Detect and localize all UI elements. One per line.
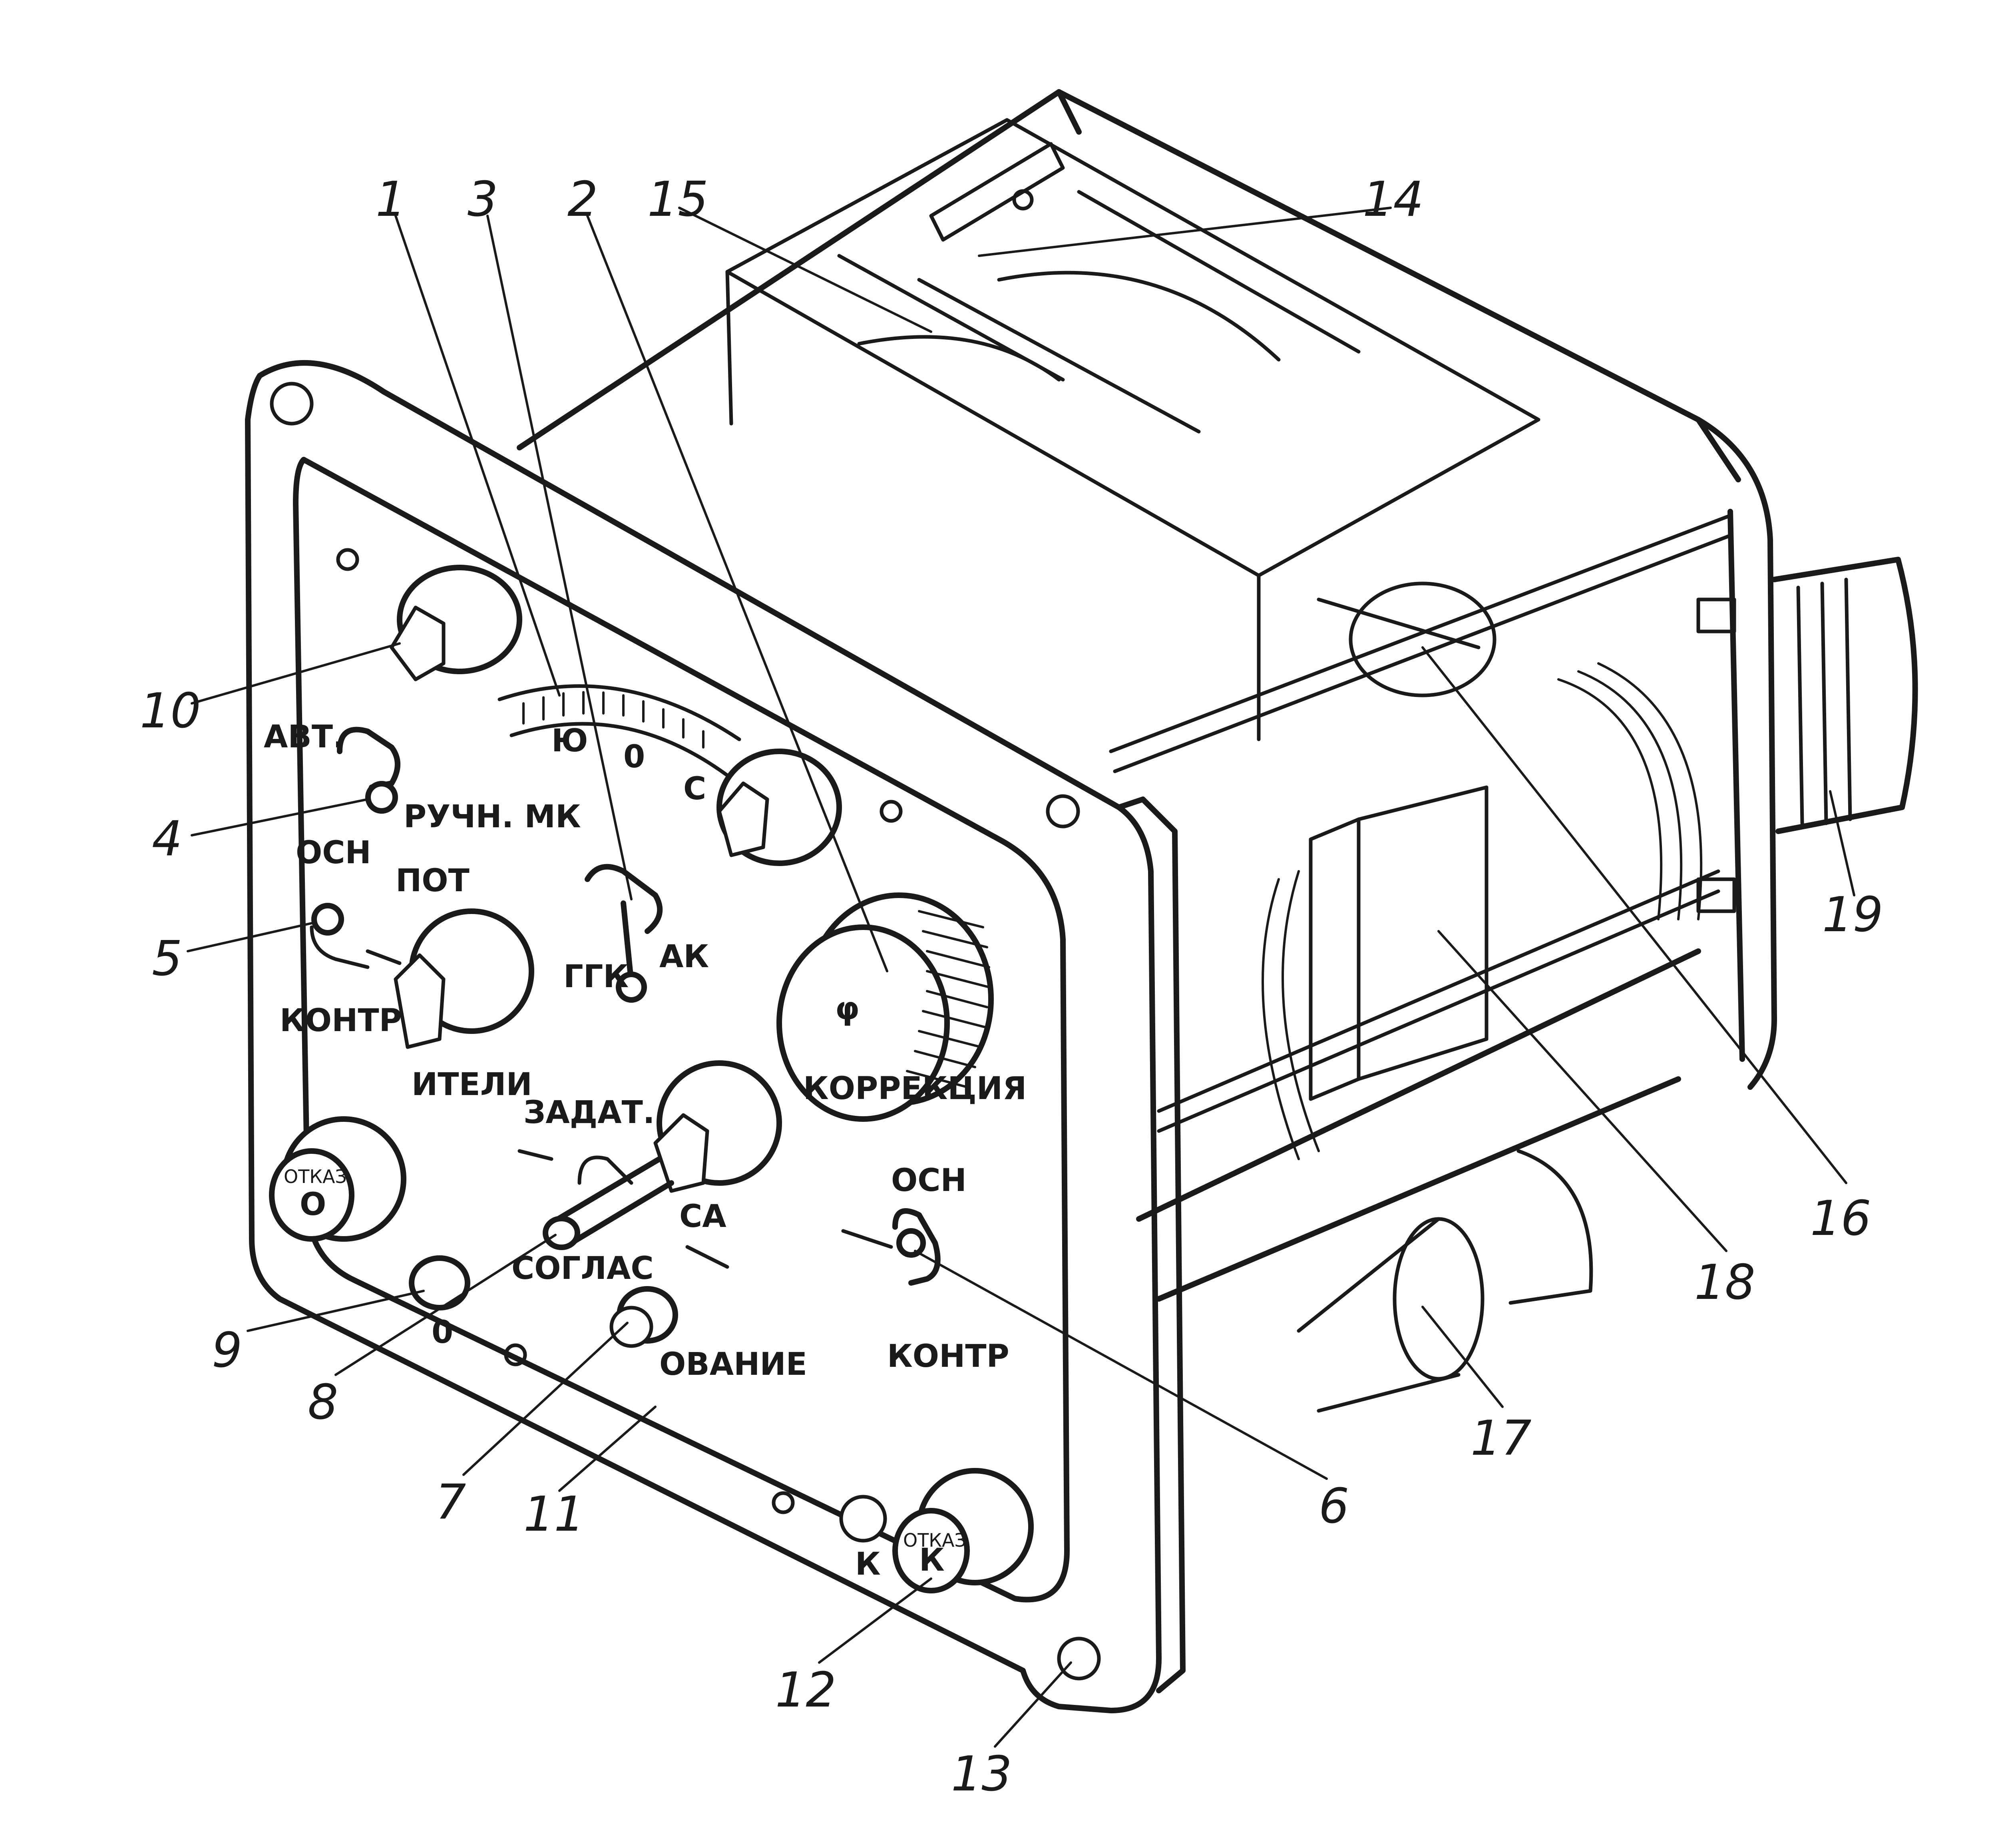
leader-1 — [394, 215, 561, 697]
leader-18 — [1437, 930, 1727, 1252]
leader-4 — [191, 798, 369, 836]
callout-11: 11 — [523, 1487, 585, 1542]
toggle-4[interactable] — [337, 727, 400, 814]
scale-knob[interactable] — [716, 749, 842, 866]
toggle-6[interactable] — [892, 1208, 941, 1286]
leader-19 — [1829, 790, 1855, 896]
callout-17: 17 — [1471, 1411, 1532, 1466]
label-otkaz-k: ОТКАЗ — [903, 1529, 966, 1551]
heading-scale — [498, 684, 741, 777]
leader-9 — [247, 1290, 425, 1332]
callout-13: 13 — [951, 1746, 1012, 1802]
front-panel — [293, 457, 1070, 1603]
label-ggk: ГГК — [563, 959, 629, 995]
callout-4: 4 — [152, 811, 182, 867]
label-korrektsiya: КОРРЕКЦИЯ — [803, 1071, 1027, 1107]
label-scale-yu: Ю — [551, 723, 588, 759]
housing-body — [517, 89, 1918, 1413]
label-osn-right: ОСН — [891, 1163, 967, 1199]
label-potent-a: ПОТ — [396, 863, 470, 899]
leader-10 — [191, 642, 401, 705]
leader-lines — [187, 207, 1855, 1748]
leader-13 — [994, 1661, 1072, 1748]
button-7[interactable] — [609, 1286, 678, 1348]
label-ak: АК — [659, 939, 709, 975]
arrow-left — [517, 1149, 553, 1161]
label-avt: АВТ. — [264, 719, 345, 755]
callout-5: 5 — [152, 931, 182, 987]
leader-3 — [486, 215, 633, 900]
zadat-knob[interactable] — [653, 1060, 782, 1193]
label-otkaz-k-letter: К — [919, 1542, 945, 1578]
leader-16 — [1421, 646, 1847, 1184]
label-otkaz-o-letter: О — [300, 1187, 326, 1223]
leader-7 — [462, 1322, 629, 1476]
arrow-pot — [366, 949, 402, 965]
leader-6 — [914, 1250, 1328, 1480]
callout-9: 9 — [212, 1323, 242, 1378]
label-phi: φ — [835, 991, 860, 1027]
callout-18: 18 — [1694, 1255, 1755, 1310]
toggle-3[interactable] — [585, 864, 663, 1003]
arrow-right — [685, 1245, 729, 1269]
leader-8 — [334, 1234, 557, 1376]
shaft-8[interactable] — [543, 1155, 674, 1250]
label-sa: СА — [679, 1199, 726, 1235]
potentiometer-knob[interactable] — [394, 908, 534, 1049]
label-osn-left: ОСН — [296, 835, 371, 871]
knob-10[interactable] — [390, 565, 522, 681]
callout-14: 14 — [1363, 172, 1424, 227]
callout-10: 10 — [140, 683, 201, 739]
callout-2: 2 — [567, 172, 598, 227]
callout-8: 8 — [308, 1375, 338, 1430]
panel-controls — [269, 565, 1034, 1593]
knob-2-phi[interactable] — [776, 892, 994, 1122]
knob-9[interactable] — [409, 1255, 470, 1310]
callout-16: 16 — [1810, 1191, 1871, 1247]
callout-19: 19 — [1822, 887, 1883, 943]
leader-15 — [678, 207, 932, 333]
leader-2 — [586, 215, 888, 972]
label-otkaz-o: ОТКАЗ — [284, 1166, 347, 1187]
lamp-otkaz-o — [269, 1116, 406, 1242]
label-potent-b: ИТЕЛИ — [412, 1067, 532, 1103]
label-ruchn-mk: РУЧН. МК — [404, 799, 581, 835]
label-scale-s: С — [683, 771, 706, 807]
toggle-5[interactable] — [310, 903, 370, 969]
panel-labels: АВТ. РУЧН. МК ОСН КОНТР ПОТ ИТЕЛИ ГГК АК… — [264, 719, 1027, 1582]
leader-11 — [558, 1406, 657, 1492]
lamp-otkaz-k — [839, 1468, 1034, 1593]
arrow-korr — [841, 1229, 893, 1249]
label-zadat: ЗАДАТ. — [523, 1095, 655, 1131]
front-flange — [245, 360, 1186, 1713]
callout-7: 7 — [436, 1475, 466, 1530]
callout-3: 3 — [468, 172, 498, 227]
callout-6: 6 — [1319, 1479, 1349, 1534]
label-k-small: К — [855, 1546, 881, 1582]
label-kontr-left: КОНТР — [280, 1003, 402, 1039]
label-scale-zero: 0 — [623, 739, 645, 775]
leader-17 — [1421, 1306, 1504, 1408]
label-sogl-a: СОГЛАС — [511, 1251, 654, 1286]
leader-14 — [978, 207, 1392, 257]
callout-numbers: 1 2 3 4 5 6 7 8 9 10 11 12 13 14 15 16 1… — [140, 172, 1883, 1802]
callout-15: 15 — [647, 172, 708, 227]
label-zero-small: 0 — [432, 1314, 453, 1350]
callout-1: 1 — [376, 172, 406, 227]
leader-5 — [187, 922, 313, 952]
leader-12 — [818, 1577, 932, 1664]
callout-12: 12 — [775, 1663, 836, 1718]
label-sogl-b: ОВАНИЕ — [659, 1346, 807, 1382]
label-kontr-right: КОНТР — [887, 1338, 1009, 1374]
